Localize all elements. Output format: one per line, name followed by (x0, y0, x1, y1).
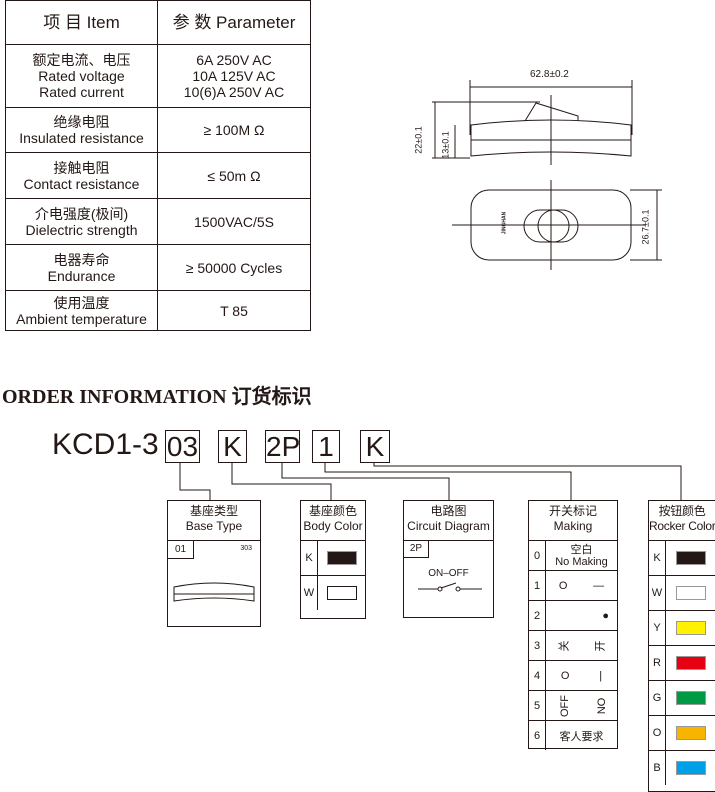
header-item: 项 目 Item (5, 0, 158, 45)
rocker-option: G (649, 681, 715, 716)
option-key: 5 (529, 691, 546, 720)
circuit-code: 2P (404, 541, 429, 558)
base-en: Base Type (185, 519, 243, 533)
color-swatch (326, 551, 357, 565)
value: 1500VAC/5S (157, 198, 311, 245)
making-cn: 开关标记 (548, 504, 597, 518)
making-en: Making (553, 519, 593, 533)
option-key: G (649, 681, 666, 715)
base-number: 303 (240, 545, 252, 552)
code-base: 03 (165, 430, 200, 463)
code-circuit: 2P (265, 430, 301, 463)
color-swatch (326, 586, 357, 600)
option-key: 1 (529, 571, 546, 600)
option-key: 4 (529, 661, 546, 690)
width-dimension: 62.8±0.2 (530, 69, 569, 80)
option-key: K (649, 541, 666, 575)
making-a: O (558, 579, 568, 592)
code-making: 1 (312, 430, 340, 463)
color-swatch (675, 726, 706, 740)
model-number: KCD1-3 (52, 428, 159, 461)
base-code: 01 (168, 541, 194, 559)
option-key: 3 (529, 631, 546, 660)
making-b: ● (602, 609, 609, 622)
switch-symbol-icon (418, 582, 482, 592)
code-body: K (218, 430, 247, 463)
option-key: W (649, 576, 666, 610)
rocker-cn: 按钮颜色 (658, 504, 706, 518)
option-key: B (649, 751, 666, 785)
rocker-option: O (649, 716, 715, 751)
base-cn: 基座类型 (189, 504, 238, 518)
making-a: OFF (559, 694, 572, 717)
option-key: W (301, 576, 318, 610)
circuit-cn: 电路图 (430, 504, 467, 518)
circuit-label: ON–OFF (428, 568, 469, 579)
option-key: 6 (529, 721, 546, 750)
color-swatch (675, 621, 706, 635)
body-cn: 基座颜色 (308, 504, 357, 518)
rocker-option: W (649, 576, 715, 611)
order-title: ORDER INFORMATION 订货标识 (2, 386, 312, 408)
rocker-option: Y (649, 611, 715, 646)
making-a: 关 (558, 640, 571, 651)
color-swatch (675, 551, 706, 565)
making-b: — (593, 579, 605, 592)
rocker-en: Rocker Color (649, 519, 715, 533)
value: ≤ 50m Ω (157, 152, 311, 199)
making-b: ON (594, 697, 607, 714)
item: 介电强度(极间)Dielectric strength (5, 198, 158, 245)
color-swatch (675, 656, 706, 670)
rocker-option: B (649, 751, 715, 785)
rocker-option: K (649, 541, 715, 576)
color-swatch (675, 691, 706, 705)
option-key: K (301, 541, 318, 575)
option-key: Y (649, 611, 666, 645)
value: ≥ 50000 Cycles (157, 244, 311, 291)
value: T 85 (157, 290, 311, 331)
making-b: 开 (594, 640, 607, 651)
option-key: 0 (529, 541, 546, 570)
code-rocker: K (360, 430, 390, 463)
body-en: Body Color (303, 519, 363, 533)
making-b: | (599, 669, 603, 682)
making-a: O (560, 669, 570, 682)
option-key: 2 (529, 601, 546, 630)
making-b: No Making (555, 555, 608, 568)
header-parameter: 参 数 Parameter (157, 0, 311, 45)
base-shape-icon (173, 582, 255, 602)
making-a: 客人要求 (559, 730, 604, 743)
dimension-drawing (432, 80, 662, 270)
option-key: R (649, 646, 666, 680)
color-swatch (675, 586, 706, 600)
rocker-option: R (649, 646, 715, 681)
color-swatch (675, 761, 706, 775)
circuit-en: Circuit Diagram (407, 519, 490, 533)
option-key: O (649, 716, 666, 750)
making-a: 空白 (570, 543, 593, 556)
